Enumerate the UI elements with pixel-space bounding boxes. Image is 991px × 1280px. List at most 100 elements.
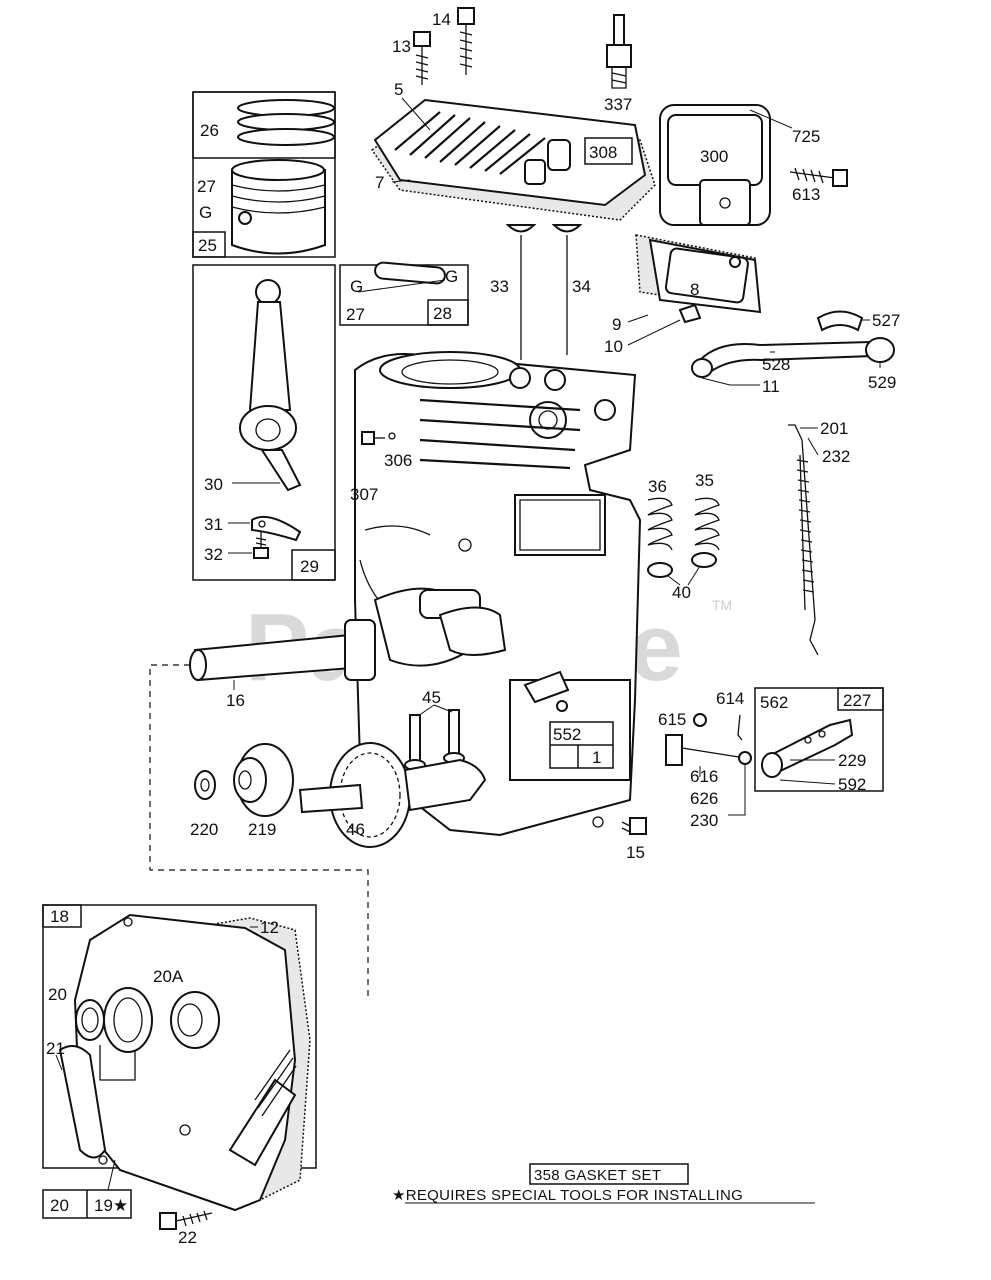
label-1: 1	[592, 748, 601, 767]
piston-rings[interactable]	[237, 99, 335, 146]
oil-seal[interactable]	[75, 999, 105, 1041]
crankshaft[interactable]	[189, 587, 507, 682]
crankcase-cover[interactable]	[58, 913, 311, 1212]
governor-lever-box	[754, 687, 884, 792]
label-19: 19★	[94, 1196, 128, 1215]
label-337: 337	[604, 95, 632, 114]
valve-exhaust[interactable]	[551, 224, 583, 355]
label-32: 32	[204, 545, 223, 564]
breather-tube[interactable]	[691, 337, 895, 378]
label-20: 20	[48, 985, 67, 1004]
piston-pin[interactable]	[374, 261, 446, 285]
label-21: 21	[46, 1039, 65, 1058]
label-9: 9	[612, 315, 621, 334]
label-11: 11	[762, 377, 780, 396]
label-20A: 20A	[153, 967, 184, 986]
tube-clip[interactable]	[816, 310, 864, 332]
part-552[interactable]	[523, 670, 570, 712]
drain-plug[interactable]	[621, 817, 647, 835]
bearing[interactable]	[99, 987, 153, 1081]
valve-spring-35[interactable]	[694, 497, 720, 551]
label-31: 31	[204, 515, 223, 534]
label-10: 10	[604, 337, 623, 356]
screw-307[interactable]	[361, 431, 396, 445]
label-528: 528	[762, 355, 790, 374]
label-36: 36	[648, 477, 667, 496]
thrust-washer[interactable]	[194, 770, 216, 800]
connecting-rod[interactable]	[239, 279, 302, 492]
label-45: 45	[422, 688, 441, 707]
governor-gear[interactable]	[233, 743, 294, 817]
spark-plug[interactable]	[606, 14, 632, 89]
label-box-308	[584, 137, 633, 165]
label-227: 227	[843, 691, 871, 710]
label-box-227	[837, 687, 884, 711]
label-20b: 20	[50, 1196, 69, 1215]
label-592: 592	[838, 775, 866, 794]
label-615: 615	[658, 710, 686, 729]
label-22: 22	[178, 1228, 197, 1247]
muffler[interactable]	[659, 104, 771, 226]
label-15: 15	[626, 843, 645, 862]
label-27: 27	[197, 177, 216, 196]
label-725: 725	[792, 127, 820, 146]
gasket-set-note: 358 GASKET SET	[534, 1167, 661, 1184]
label-34: 34	[572, 277, 591, 296]
label-220: 220	[190, 820, 218, 839]
label-552: 552	[553, 725, 581, 744]
label-13: 13	[392, 37, 411, 56]
label-33: 33	[490, 277, 509, 296]
label-8: 8	[690, 280, 699, 299]
label-306: 306	[384, 451, 412, 470]
cover-screw[interactable]	[159, 1210, 213, 1230]
bearing-20A[interactable]	[170, 991, 220, 1049]
label-40: 40	[672, 583, 691, 602]
label-35: 35	[695, 471, 714, 490]
label-box-25	[192, 231, 226, 258]
label-27b: 27	[346, 305, 365, 324]
label-307: 307	[350, 485, 378, 504]
gasket-set-box	[529, 1163, 689, 1185]
label-232: 232	[822, 447, 850, 466]
label-614: 614	[716, 689, 744, 708]
label-29: 29	[300, 557, 319, 576]
rings-box	[192, 91, 336, 159]
label-229: 229	[838, 751, 866, 770]
muffler-screw[interactable]	[789, 167, 848, 187]
label-16: 16	[226, 691, 245, 710]
breather[interactable]	[635, 234, 762, 324]
alignment-dashed-line	[149, 664, 369, 1000]
label-box-18	[42, 904, 82, 928]
special-tools-note: ★REQUIRES SPECIAL TOOLS FOR INSTALLING	[392, 1187, 743, 1204]
label-G2: G	[350, 277, 363, 296]
label-box-29	[291, 549, 336, 581]
label-201: 201	[820, 419, 848, 438]
label-12: 12	[260, 918, 279, 937]
valve-spring-36[interactable]	[647, 497, 673, 551]
governor-lever[interactable]	[761, 718, 854, 778]
label-616: 616	[690, 767, 718, 786]
camshaft[interactable]	[298, 742, 487, 848]
connecting-rod-box	[192, 264, 336, 581]
cylinder-block[interactable]	[354, 351, 642, 837]
label-25: 25	[198, 236, 217, 255]
piston[interactable]	[231, 159, 326, 255]
label-219: 219	[248, 820, 276, 839]
spring-retainers[interactable]	[647, 552, 717, 578]
head-bolt-13[interactable]	[413, 31, 431, 85]
label-613: 613	[792, 185, 820, 204]
watermark-tm: TM	[712, 597, 732, 613]
label-308: 308	[589, 143, 617, 162]
governor-link[interactable]	[788, 424, 819, 656]
label-18: 18	[50, 907, 69, 926]
valve-intake[interactable]	[505, 224, 537, 360]
head-bolt-14[interactable]	[457, 7, 475, 75]
label-230: 230	[690, 811, 718, 830]
rod-bolt[interactable]	[253, 532, 269, 559]
label-G3: G	[445, 267, 458, 286]
label-14: 14	[432, 10, 451, 29]
governor-crank[interactable]	[665, 713, 752, 766]
rod-lock[interactable]	[251, 516, 302, 542]
label-G: G	[199, 203, 212, 222]
